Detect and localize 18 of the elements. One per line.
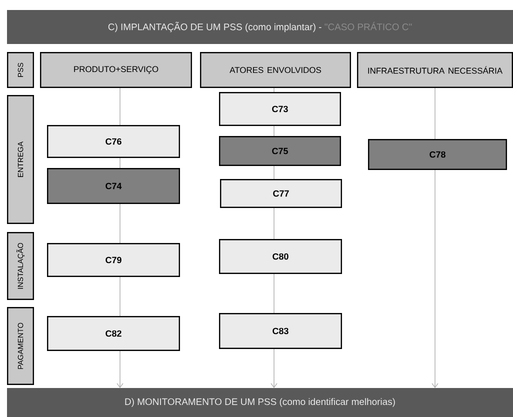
connector-line [432, 170, 438, 388]
column-header: ATORES ENVOLVIDOS [200, 52, 351, 88]
process-box: C83 [219, 313, 342, 349]
connector-line [270, 348, 278, 388]
process-box: C82 [47, 316, 180, 351]
column-header: PRODUTO+SERVIÇO [40, 52, 192, 88]
process-box: C76 [47, 125, 180, 158]
highlighted-box: C78 [368, 139, 507, 170]
process-box: C77 [220, 179, 342, 208]
process-box: C79 [47, 243, 180, 277]
process-box: C80 [219, 239, 342, 274]
section-banner: D) MONITORAMENTO DE UM PSS (como identificar melhorias) [7, 388, 513, 417]
highlighted-box: C75 [219, 136, 341, 166]
process-box: C73 [219, 92, 341, 126]
highlighted-box: C74 [47, 168, 180, 204]
column-header: INFRAESTRUTURA NECESSÁRIA [357, 52, 513, 88]
connector-line [434, 88, 436, 140]
connector-line [116, 350, 124, 388]
